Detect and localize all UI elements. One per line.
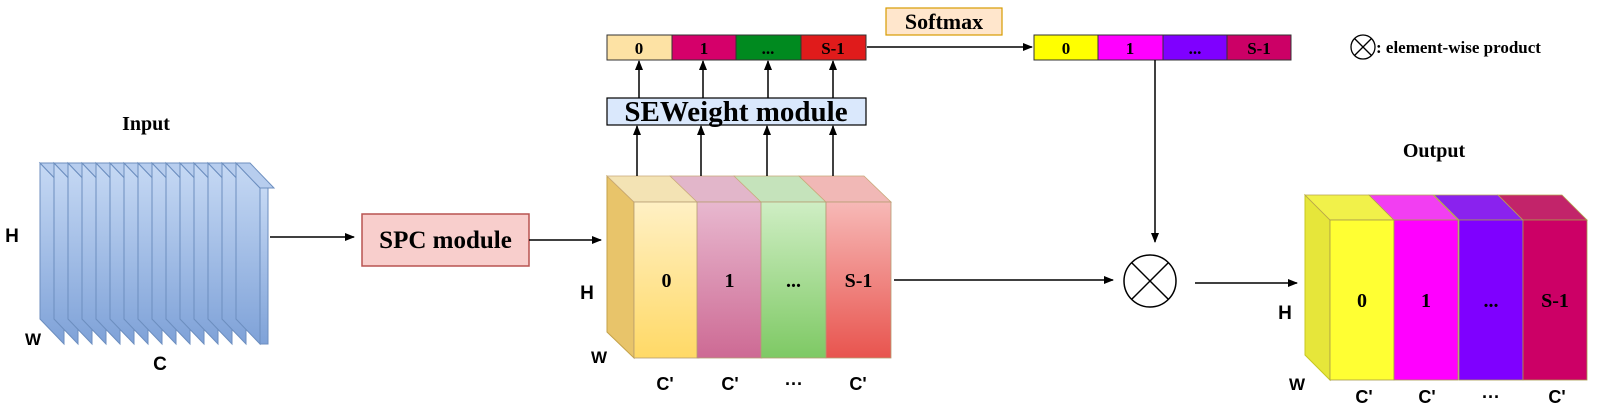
legend: : element-wise product: [1350, 34, 1541, 60]
split-side-face: [606, 174, 635, 360]
element-wise-product-node: [1123, 254, 1177, 308]
output-tensor: Output 0C'1C'...···S-1C' H W: [1278, 140, 1588, 407]
attention-cell-label: S-1: [1247, 39, 1271, 58]
split-h-label: H: [580, 283, 594, 304]
output-group-c-label: C': [1548, 387, 1565, 407]
split-group-c-label: C': [849, 374, 866, 394]
split-group-label: S-1: [845, 270, 873, 292]
output-w-label: W: [1289, 375, 1306, 394]
weight-cell-label: ...: [762, 39, 775, 58]
weight-cell-box: [606, 34, 673, 61]
attention-cell: ...: [1162, 34, 1228, 61]
split-group: ... ···: [733, 175, 827, 394]
attention-cell: 1: [1097, 34, 1164, 61]
split-group-c-label: C': [721, 374, 738, 394]
split-group-c-label: ···: [785, 374, 803, 394]
output-title: Output: [1403, 140, 1466, 162]
output-group: 1C': [1368, 194, 1459, 407]
output-group: S-1C': [1497, 194, 1588, 407]
split-group-label: 0: [662, 270, 672, 292]
output-group-label: 0: [1357, 290, 1367, 312]
weight-cell-label: S-1: [821, 39, 845, 58]
weight-vector: 0 1... S-1: [606, 34, 867, 61]
weight-cell: 0: [606, 34, 673, 61]
output-group: ... ···: [1433, 194, 1524, 407]
attention-cell-box: [1033, 34, 1099, 61]
weight-cell-box: [800, 34, 867, 61]
output-group-label: 1: [1421, 290, 1431, 312]
split-group-face: [825, 201, 892, 359]
input-c-label: C: [153, 354, 167, 375]
weight-cell-label: 1: [700, 39, 709, 58]
product-symbol-icon: [1350, 34, 1376, 60]
output-group-c-label: C': [1418, 387, 1435, 407]
output-group-label: ...: [1484, 290, 1499, 312]
attention-vector: 0 1... S-1: [1033, 34, 1292, 61]
seweight-module-box: [606, 97, 867, 126]
seweight-module: SEWeight module: [606, 96, 867, 128]
arrows-split-to-seweight: [633, 125, 837, 176]
softmax-label: Softmax: [905, 9, 983, 34]
legend-text: : element-wise product: [1376, 38, 1541, 57]
weight-cell-box: [735, 34, 802, 61]
input-title: Input: [122, 113, 170, 135]
attention-cell-box: [1097, 34, 1164, 61]
weight-cell-box: [671, 34, 737, 61]
split-group: S-1C': [798, 175, 892, 394]
input-w-label: W: [25, 330, 42, 349]
split-group: 1C': [669, 175, 763, 394]
spc-module-label: SPC module: [379, 227, 512, 254]
output-group-face: [1458, 219, 1524, 381]
softmax: Softmax: [885, 7, 1003, 36]
arrows-seweight-to-weights: [635, 60, 837, 98]
attention-cell: S-1: [1226, 34, 1292, 61]
attention-cell-label: ...: [1189, 39, 1202, 58]
spc-module: SPC module: [361, 213, 530, 267]
attention-cell-box: [1226, 34, 1292, 61]
weight-cell-label: 0: [635, 39, 644, 58]
weight-cell: 1: [671, 34, 737, 61]
split-groups: 0C'1C'...···S-1C': [606, 175, 892, 394]
attention-cell-label: 1: [1126, 39, 1135, 58]
output-group-c-label: ···: [1482, 387, 1500, 407]
input-h-label: H: [5, 226, 19, 247]
attention-cell: 0: [1033, 34, 1099, 61]
weight-cell: S-1: [800, 34, 867, 61]
split-group-c-label: C': [656, 374, 673, 394]
split-group: 0C': [606, 175, 700, 394]
output-groups: 0C'1C'...···S-1C': [1304, 194, 1588, 407]
attention-cell-label: 0: [1062, 39, 1071, 58]
split-tensor: 0C'1C'...···S-1C' H W: [580, 174, 892, 394]
input-tensor: Input H W C: [5, 113, 276, 375]
weight-cell: ...: [735, 34, 802, 61]
split-group-face: [633, 201, 700, 359]
output-group-label: S-1: [1541, 290, 1569, 312]
split-w-label: W: [591, 348, 608, 367]
output-h-label: H: [1278, 303, 1292, 324]
split-group-label: ...: [786, 270, 801, 292]
output-side-face: [1304, 193, 1331, 382]
input-channel-slices: [38, 161, 276, 346]
softmax-box: [885, 7, 1003, 36]
split-group-label: 1: [725, 270, 735, 292]
output-group: 0C': [1304, 194, 1395, 407]
output-group-c-label: C': [1355, 387, 1372, 407]
output-group-face: [1393, 219, 1459, 381]
input-channel-slice: [234, 161, 276, 346]
split-group-face: [696, 201, 763, 359]
attention-cell-box: [1162, 34, 1228, 61]
input-front-face: [259, 187, 269, 345]
seweight-module-label: SEWeight module: [624, 96, 847, 128]
output-group-face: [1522, 219, 1588, 381]
